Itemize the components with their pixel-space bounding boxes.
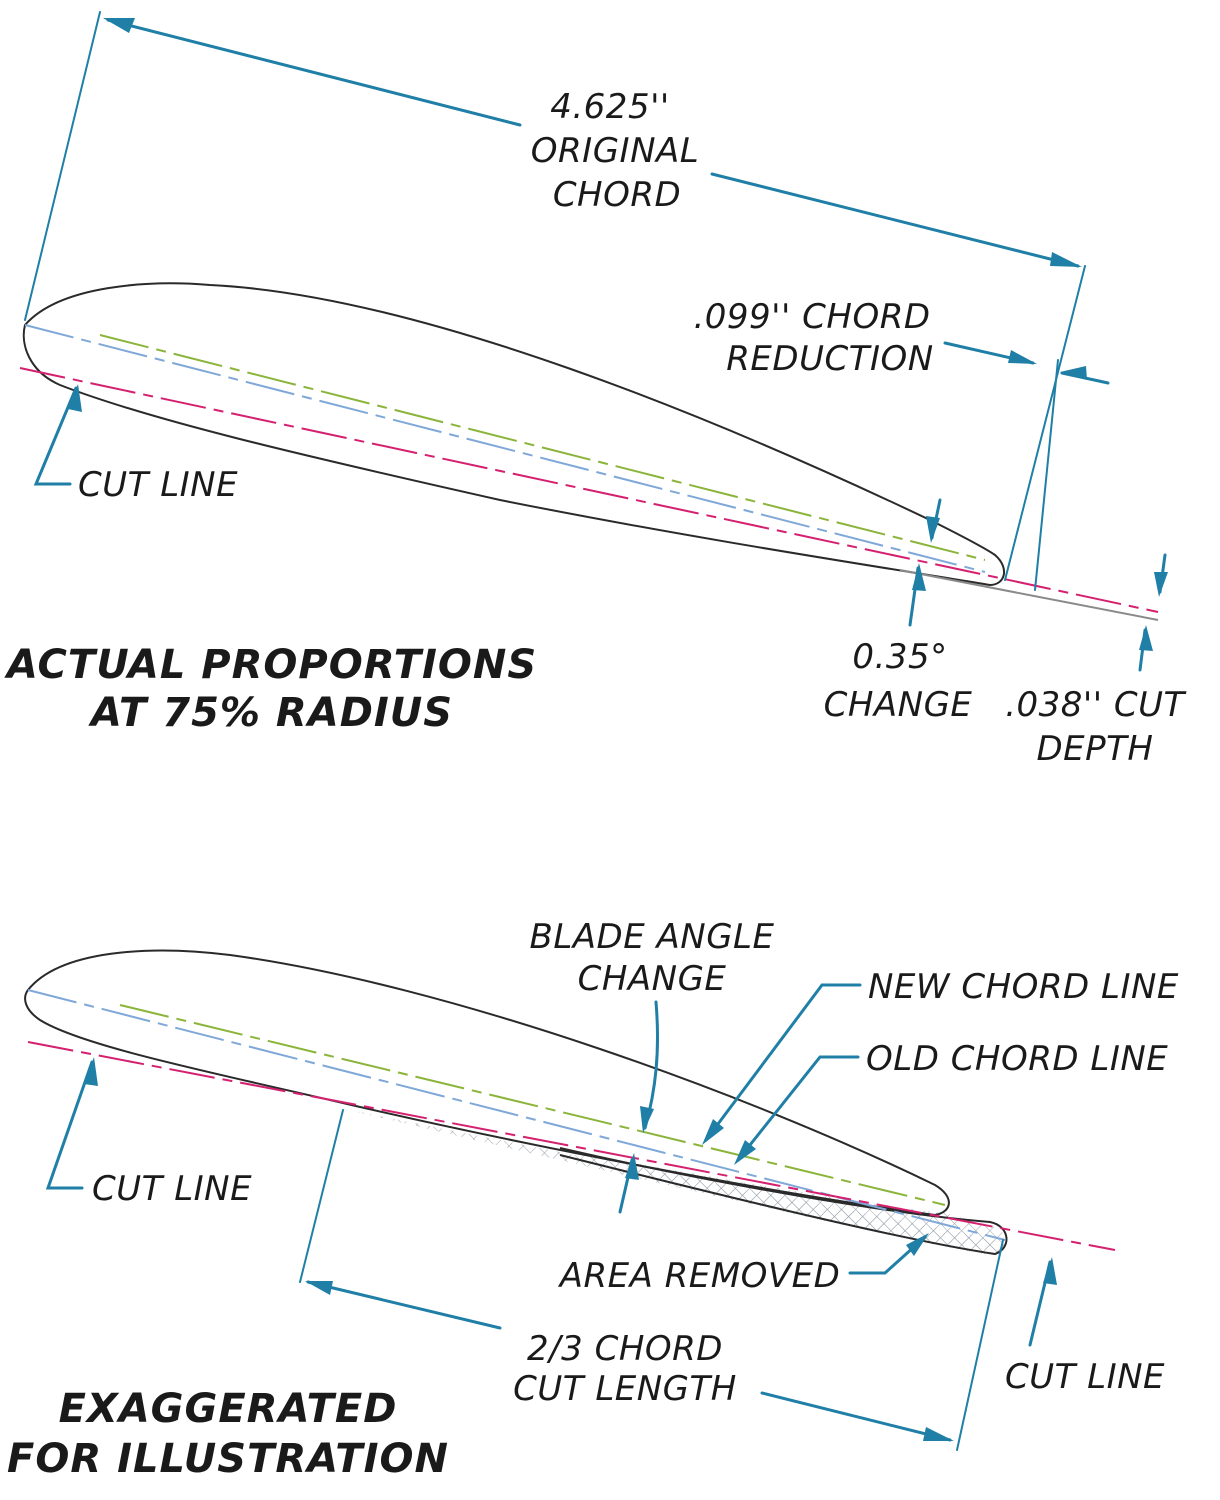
new-chord-leader (704, 983, 862, 1142)
bottom-title-line-1: EXAGGERATED (59, 1386, 398, 1432)
bottom-cut-line (27, 1041, 1116, 1251)
top-old-chord-line (24, 324, 986, 573)
new-chord-arrowhead (702, 1119, 724, 1145)
top-chord-dim-line-b (710, 172, 1080, 268)
top-new-chord-line (99, 334, 986, 561)
bottom-new-chord-line (119, 1004, 946, 1206)
bottom-cut-line-left-leader (45, 1060, 94, 1190)
cut-length-dim-line-a (306, 1280, 502, 1330)
top-angle-value: 0.35° (852, 637, 947, 677)
top-chord-value: 4.625'' (550, 87, 670, 127)
bottom-cut-line-right-arrowhead (1043, 1257, 1057, 1285)
top-diagram: 4.625'' ORIGINAL CHORD .099'' CHORD REDU… (4, 11, 1186, 769)
top-reduction-label-2: REDUCTION (726, 339, 933, 379)
top-cut-depth-arrowhead-upper (1154, 572, 1168, 597)
top-chord-label-1: ORIGINAL (531, 131, 699, 171)
top-angle-arrowhead-lower (912, 563, 926, 591)
top-cut-line (19, 367, 1159, 613)
top-reduction-arrow-left (1008, 350, 1037, 364)
area-removed-label: AREA REMOVED (558, 1256, 841, 1296)
cut-length-extension-right (956, 1239, 1004, 1451)
top-reduction-arrow-right (1060, 366, 1087, 380)
bottom-cut-line-right-label: CUT LINE (1005, 1357, 1165, 1397)
blade-angle-label-1: BLADE ANGLE (530, 917, 775, 957)
old-chord-label: OLD CHORD LINE (866, 1039, 1168, 1079)
blade-angle-arrowhead-lower (625, 1153, 639, 1180)
top-reduction-label-1: .099'' CHORD (693, 297, 930, 337)
area-removed-hatch-2 (560, 1150, 1006, 1252)
top-airfoil-outline (22, 282, 1005, 587)
cut-length-arrow-left (305, 1281, 333, 1295)
top-original-surface-line (899, 569, 1159, 621)
top-chord-dim-line-a (106, 18, 522, 127)
top-cut-line-arrow (68, 384, 82, 412)
top-cut-line-leader (33, 386, 78, 486)
area-removed-arrowhead (906, 1233, 929, 1256)
bottom-diagram: BLADE ANGLE CHANGE NEW CHORD LINE OLD CH… (7, 917, 1179, 1482)
top-chord-label-2: CHORD (553, 175, 681, 215)
cut-length-arrow-right (923, 1427, 954, 1441)
new-chord-label: NEW CHORD LINE (868, 967, 1179, 1007)
bottom-title-line-2: FOR ILLUSTRATION (7, 1436, 449, 1482)
top-angle-label: CHANGE (824, 685, 973, 725)
top-chord-extension-right (1004, 265, 1086, 581)
blade-angle-label-2: CHANGE (578, 959, 727, 999)
bottom-cut-line-left-label: CUT LINE (92, 1169, 252, 1209)
top-cut-line-label: CUT LINE (78, 465, 238, 505)
top-angle-arrowhead-upper (926, 516, 940, 543)
old-chord-leader (736, 1055, 860, 1162)
old-chord-arrowhead (734, 1140, 756, 1165)
top-cut-depth-label-2: DEPTH (1036, 729, 1153, 769)
top-cut-depth-label-1: .038'' CUT (1005, 685, 1186, 725)
top-chord-arrow-left (103, 18, 135, 33)
cut-length-extension-left (299, 1109, 344, 1283)
cut-length-dim-line-b (760, 1391, 952, 1442)
top-chord-extension-left (24, 11, 101, 321)
blade-angle-arrowhead-upper (640, 1106, 654, 1133)
cut-length-label-2: CUT LENGTH (513, 1369, 737, 1409)
top-reduction-extension (1034, 359, 1059, 591)
top-cut-depth-arrowhead-lower (1139, 625, 1153, 651)
top-title-line-1: ACTUAL PROPORTIONS (4, 642, 537, 688)
cut-length-label-1: 2/3 CHORD (527, 1329, 723, 1369)
bottom-original-trailing-edge (559, 1147, 1008, 1256)
top-chord-arrow-right (1050, 252, 1082, 267)
bottom-cut-line-left-arrowhead (84, 1057, 98, 1086)
top-title-line-2: AT 75% RADIUS (88, 690, 453, 736)
